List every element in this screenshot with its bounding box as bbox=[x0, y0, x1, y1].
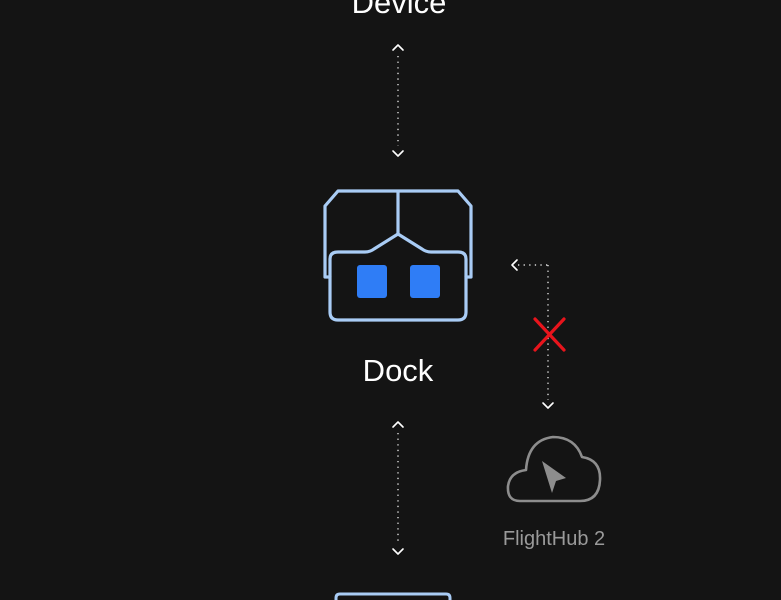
arrowhead-down bbox=[392, 150, 404, 157]
red-x-icon bbox=[533, 317, 566, 352]
dock-right-window bbox=[410, 265, 440, 298]
arrowhead-up bbox=[392, 421, 404, 428]
connector-dock-bottom bbox=[392, 421, 404, 555]
device-label: Device bbox=[351, 0, 447, 20]
arrowhead-up bbox=[392, 44, 404, 51]
arrowhead-down bbox=[392, 548, 404, 555]
dock-outline bbox=[323, 189, 473, 322]
dock-label: Dock bbox=[362, 353, 434, 388]
dock-icon bbox=[323, 189, 473, 322]
dock-left-window bbox=[357, 265, 387, 298]
dock-inner-outline bbox=[328, 232, 468, 277]
cloud-outline bbox=[506, 435, 602, 503]
cursor-arrow bbox=[540, 459, 568, 495]
arrowhead-left bbox=[511, 259, 518, 271]
next-node-outline bbox=[334, 592, 452, 600]
arrowhead-down bbox=[542, 402, 554, 409]
flighthub-label: FlightHub 2 bbox=[502, 528, 606, 550]
connector-device-dock bbox=[392, 44, 404, 157]
cloud-cursor-icon bbox=[506, 435, 602, 503]
